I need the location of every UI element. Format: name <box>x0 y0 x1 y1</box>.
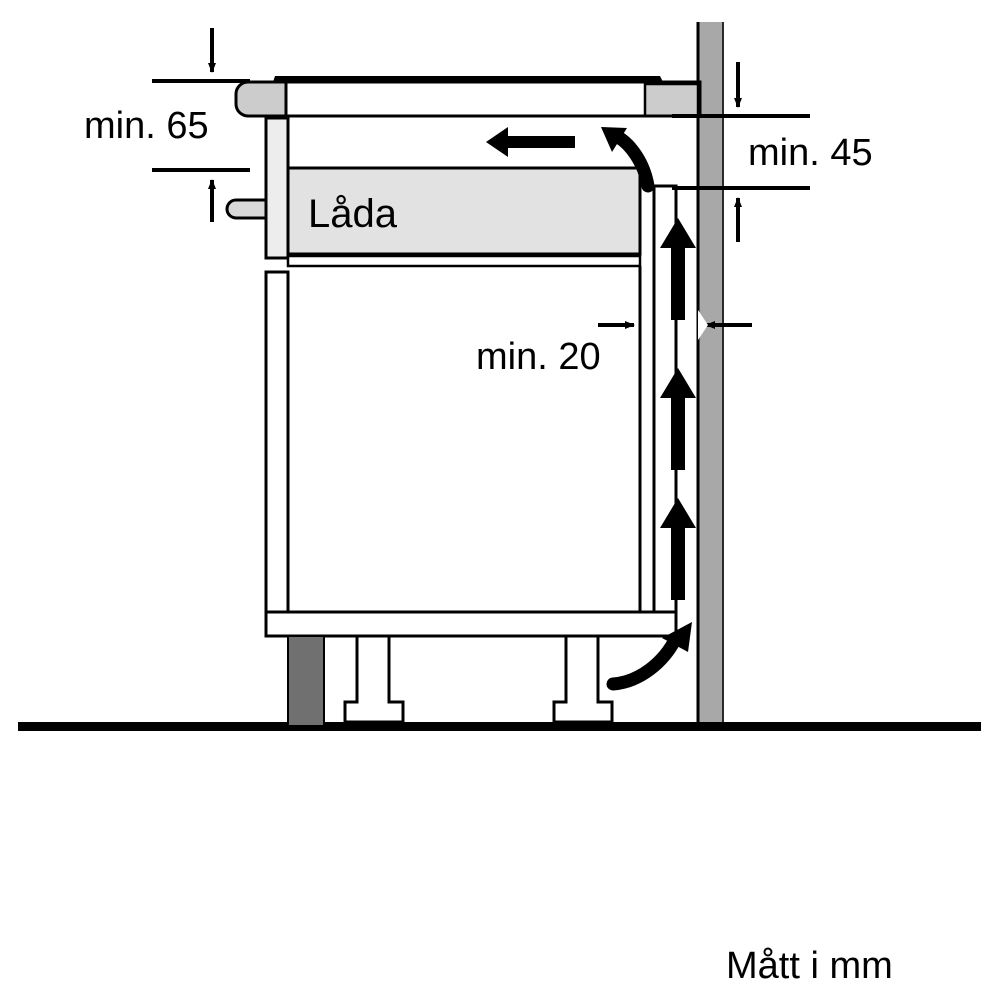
dimension-min-65: min. 65 <box>84 28 250 222</box>
plinth-block <box>287 635 325 727</box>
cabinet-left-side-panel <box>264 270 290 622</box>
wall <box>696 22 724 727</box>
airflow-arrow-curve-bottom-tail <box>606 631 683 691</box>
cabinet-leg-right <box>552 634 614 724</box>
cooktop-left-end-cap <box>234 80 288 118</box>
airflow-arrow-curve-bottom-head <box>662 622 692 652</box>
floor-line <box>18 722 981 731</box>
drawer-bottom-rail <box>286 254 642 268</box>
units-caption: Mått i mm <box>726 945 893 987</box>
airflow-arrow-horizontal <box>486 127 575 157</box>
worktop-body <box>270 80 702 118</box>
drawer-front-panel <box>264 116 290 260</box>
dim-45-label: min. 45 <box>748 132 873 174</box>
drawer-body <box>286 166 642 256</box>
airflow-arrow-vertical-2 <box>660 368 696 470</box>
drawer: Låda <box>286 166 642 268</box>
airflow-arrows <box>486 127 696 691</box>
drawer-handle <box>225 198 268 220</box>
dimension-min-20: min. 20 <box>476 266 752 378</box>
dim-20-label: min. 20 <box>476 336 601 378</box>
plinth-and-legs <box>287 634 614 727</box>
dim-65-label: min. 65 <box>84 105 209 147</box>
airflow-arrow-curve-top-tail <box>611 130 655 193</box>
cooktop-assembly <box>234 76 702 118</box>
wall-fill <box>697 22 724 727</box>
airflow-arrow-vertical-3 <box>660 498 696 600</box>
dim-20-wall-notch <box>698 310 708 340</box>
cabinet-bottom-panel <box>264 610 678 638</box>
airflow-arrow-curve-top-head <box>601 127 627 152</box>
drawer-label: Låda <box>308 192 398 236</box>
cooktop-right-end-cap <box>643 82 700 118</box>
dimension-min-45: min. 45 <box>672 62 873 242</box>
cabinet-leg-left <box>343 634 405 724</box>
airflow-arrow-vertical-1 <box>660 218 696 320</box>
